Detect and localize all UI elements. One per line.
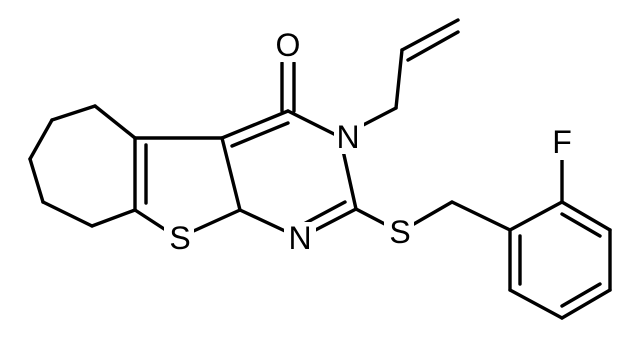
bond [93,104,137,140]
bond [560,288,612,320]
sulfur-thioether-atom-label: S [389,214,410,250]
bond [560,282,602,308]
bond [560,200,612,232]
bond [28,118,54,161]
nitrogen-imine-atom-label: N [288,220,311,256]
fluorobenzene-ring [508,152,612,320]
fluorine-atom-label: F [552,124,572,160]
bond [394,48,404,110]
nitrogen-ring-atom-label: N [336,119,359,155]
thioether-linker [354,200,512,234]
bond [220,136,242,212]
bond [90,208,137,228]
bond [41,200,94,228]
bond [220,109,290,140]
cyclohexane-ring [28,104,137,228]
sulfur-thiophene-atom-label: S [169,220,190,256]
bond [508,200,564,232]
bond [230,121,290,148]
pyrimidinone-ring [220,109,358,240]
bond [50,104,97,122]
bond [400,18,460,52]
bond [560,212,602,238]
bond [450,200,512,232]
allyl-group [338,18,460,139]
bond [508,288,564,320]
bond [28,157,45,204]
bond [286,109,342,139]
carbonyl-group [280,61,296,113]
atom-labels: O N N S S F [164,27,576,256]
oxygen-atom-label: O [276,27,301,63]
bond [406,30,460,62]
